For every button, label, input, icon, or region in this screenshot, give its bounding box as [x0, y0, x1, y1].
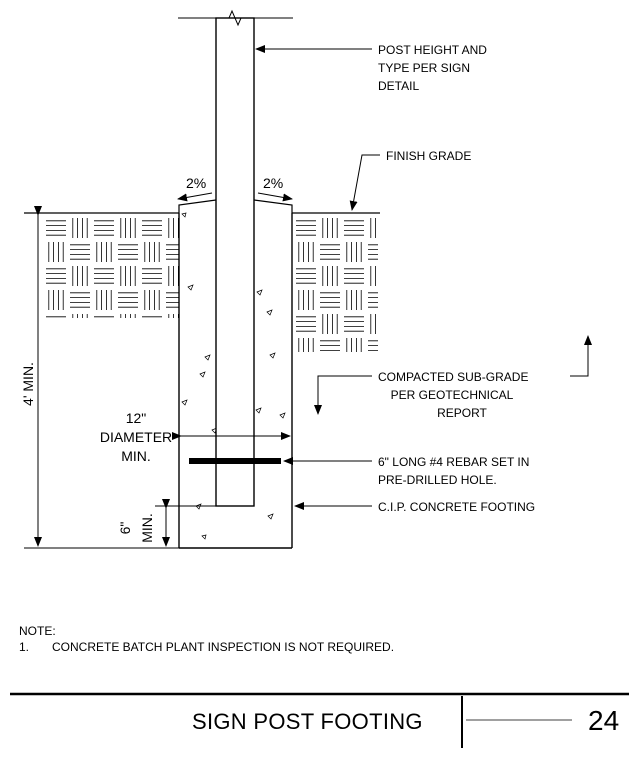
rebar-label-1: 6" LONG #4 REBAR SET IN	[378, 455, 529, 469]
note-item: 1. CONCRETE BATCH PLANT INSPECTION IS NO…	[19, 639, 394, 655]
note-heading: NOTE:	[19, 624, 56, 638]
bottom-cover-label-2: MIN.	[139, 513, 155, 543]
slope-right-label: 2%	[263, 175, 283, 191]
concrete-footing	[178, 213, 293, 549]
subgrade-label-3: REPORT	[437, 406, 487, 420]
post-height-label-2: TYPE PER SIGN	[378, 61, 470, 75]
post-break-line	[178, 9, 293, 27]
drawing-title: SIGN POST FOOTING	[192, 709, 423, 734]
note-item-number: 1.	[19, 640, 30, 654]
post-height-label-1: POST HEIGHT AND	[378, 43, 487, 57]
diameter-label-2: DIAMETER	[100, 429, 172, 445]
diameter-label-1: 12"	[126, 410, 147, 426]
soil-hatch-right	[296, 218, 378, 352]
finish-grade-label: FINISH GRADE	[386, 149, 471, 163]
title-block-lines	[10, 692, 629, 748]
subgrade-label-2: PER GEOTECHNICAL	[391, 388, 514, 402]
sign-post	[215, 17, 255, 507]
slope-arrows	[177, 192, 293, 202]
depth-label: 4' MIN.	[20, 362, 36, 406]
concrete-aggregate	[181, 212, 286, 540]
soil-hatch-left	[46, 218, 179, 318]
diameter-label-3: MIN.	[121, 448, 151, 464]
rebar	[189, 458, 281, 464]
finish-grade-line	[24, 199, 380, 214]
post-height-label-3: DETAIL	[378, 79, 419, 93]
note-block: NOTE: 1. CONCRETE BATCH PLANT INSPECTION…	[19, 623, 394, 655]
slope-left-label: 2%	[186, 175, 206, 191]
leader-lines	[255, 45, 592, 510]
sheet-number: 24	[588, 705, 620, 736]
bottom-cover-label-1: 6"	[117, 522, 133, 535]
subgrade-label-1: COMPACTED SUB-GRADE	[378, 370, 528, 384]
note-item-text: CONCRETE BATCH PLANT INSPECTION IS NOT R…	[52, 640, 395, 654]
footing-label: C.I.P. CONCRETE FOOTING	[378, 500, 535, 514]
depth-dimension	[24, 206, 179, 549]
bottom-cover-dimension	[155, 499, 216, 547]
rebar-label-2: PRE-DRILLED HOLE.	[378, 473, 497, 487]
